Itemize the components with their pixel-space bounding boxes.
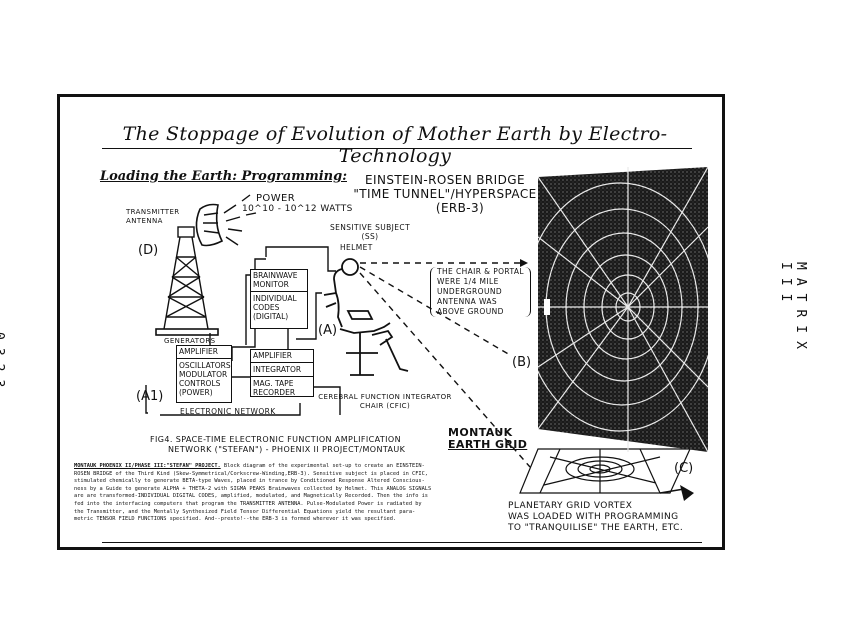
chair-note: THE CHAIR & PORTAL WERE 1/4 MILE UNDERGR… <box>430 267 531 317</box>
sensitive-subject-label: SENSITIVE SUBJECT (SS) <box>320 223 420 241</box>
brainwave-line-3: INDIVIDUAL <box>253 294 297 303</box>
brainwave-monitor-box: BRAINWAVE MONITOR INDIVIDUAL CODES (DIGI… <box>250 269 308 329</box>
amp-right-line-2: INTEGRATOR <box>253 365 302 374</box>
montauk-grid-label: MONTAUK EARTH GRID <box>448 427 527 451</box>
section-heading: Loading the Earth: Programming: <box>100 169 347 184</box>
grid-vortex-line-2: WAS LOADED WITH PROGRAMMING <box>508 512 679 522</box>
amp-left-line-2: OSCILLATORS <box>179 361 231 370</box>
power-label-line-1: POWER <box>256 193 296 204</box>
time-tunnel-vortex-image <box>538 167 708 452</box>
brainwave-line-1: BRAINWAVE <box>253 271 298 280</box>
amp-right-line-3: MAG. TAPE <box>253 379 294 388</box>
body-line-6: fed into the interfacing computers that … <box>74 500 422 507</box>
erb-line-3: (ERB-3) <box>435 201 485 215</box>
figure-caption: FIG4. SPACE-TIME ELECTRONIC FUNCTION AMP… <box>150 435 480 455</box>
transmitter-tower-icon <box>163 226 209 330</box>
power-label-line-2: 10^10 - 10^12 WATTS <box>242 204 353 214</box>
figure-caption-line-1: FIG4. SPACE-TIME ELECTRONIC FUNCTION AMP… <box>150 435 402 444</box>
side-label: MATRIX III <box>778 262 808 357</box>
title-underline <box>102 148 692 149</box>
body-line-1: Block diagram of the experimental set-up… <box>223 463 425 469</box>
amp-right-line-1: AMPLIFIER <box>253 351 292 360</box>
amp-left-line-5: (POWER) <box>179 388 213 397</box>
body-text: MONTAUK PHOENIX II/PHASE III:"STEFAN" PR… <box>74 463 504 524</box>
amp-left-line-3: MODULATOR <box>179 370 228 379</box>
body-line-2: ROSEN BRIDGE of the Third Kind (Skew-Sym… <box>74 470 428 477</box>
figure-title: The Stoppage of Evolution of Mother Eart… <box>122 123 668 167</box>
grid-vortex-note: PLANETARY GRID VORTEX WAS LOADED WITH PR… <box>508 501 683 534</box>
cfic-chair-icon <box>323 258 409 376</box>
label-a1: (A1) <box>136 389 164 404</box>
body-title: MONTAUK PHOENIX II/PHASE III:"STEFAN" PR… <box>74 463 221 469</box>
amp-left-line-4: CONTROLS <box>179 379 221 388</box>
helmet-label: HELMET <box>340 243 373 252</box>
cpic-line-2: CHAIR (CFIC) <box>359 402 411 410</box>
earth-grid-icon <box>519 448 691 494</box>
body-line-3: stimulated chemically to generate BETA-t… <box>74 478 425 485</box>
erb-line-1: EINSTEIN-ROSEN BRIDGE <box>365 173 525 187</box>
chair-note-line-5: ABOVE GROUND <box>437 307 504 316</box>
antenna-label-line-2: ANTENNA <box>126 217 163 225</box>
montauk-grid-line-1: MONTAUK <box>448 426 513 439</box>
antenna-label: TRANSMITTER ANTENNA <box>126 208 180 226</box>
grid-vortex-line-3: TO "TRANQUILISE" THE EARTH, ETC. <box>508 523 684 533</box>
arrow-to-tunnel <box>520 259 528 267</box>
arrow-to-grid <box>659 488 685 494</box>
chair-note-line-4: ANTENNA WAS <box>437 297 498 306</box>
label-a: (A) <box>318 323 338 338</box>
side-label-text: MATRIX III <box>778 262 808 357</box>
brainwave-line-4: CODES <box>253 303 280 312</box>
cpic-line-1: CEREBRAL FUNCTION INTEGRATOR <box>318 393 452 401</box>
page-number-text: 0323 <box>0 332 6 396</box>
antenna-dish-icon <box>195 203 224 247</box>
amplifier-right-box: AMPLIFIER INTEGRATOR MAG. TAPE RECORDER <box>250 349 314 397</box>
generators-base <box>155 328 219 336</box>
generators-label: GENERATORS <box>164 337 216 345</box>
sensitive-subject-line-2: (SS) <box>361 232 379 241</box>
montauk-grid-line-2: EARTH GRID <box>448 438 528 451</box>
grid-vortex-line-1: PLANETARY GRID VORTEX <box>508 501 633 511</box>
amplifier-left-box: AMPLIFIER OSCILLATORS MODULATOR CONTROLS… <box>176 345 232 403</box>
brainwave-line-5: (DIGITAL) <box>253 312 289 321</box>
brainwave-line-2: MONITOR <box>253 280 289 289</box>
bottom-rule <box>102 542 702 543</box>
antenna-label-line-1: TRANSMITTER <box>126 208 180 216</box>
chair-note-line-1: THE CHAIR & PORTAL <box>437 267 524 276</box>
power-label: POWER 10^10 - 10^12 WATTS <box>242 193 353 215</box>
label-c: (C) <box>674 461 694 476</box>
electronic-network-label: ELECTRONIC NETWORK <box>180 407 276 416</box>
dashed-beam-lines <box>359 262 531 468</box>
sensitive-subject-line-1: SENSITIVE SUBJECT <box>329 223 411 232</box>
body-line-5: are are transformed-INDIVIDUAL DIGITAL C… <box>74 493 428 500</box>
page-number: 0323 <box>0 332 6 395</box>
cpic-label: CEREBRAL FUNCTION INTEGRATOR CHAIR (CFIC… <box>310 393 460 411</box>
erb-line-2: "TIME TUNNEL"/HYPERSPACE <box>353 187 537 201</box>
radiation-lines <box>223 194 257 246</box>
amp-left-line-1: AMPLIFIER <box>179 347 218 356</box>
chair-note-line-3: UNDERGROUND <box>437 287 503 296</box>
figure-frame: The Stoppage of Evolution of Mother Eart… <box>57 94 725 550</box>
chair-note-line-2: WERE 1/4 MILE <box>437 277 499 286</box>
section-heading-text: Loading the Earth: Programming: <box>100 169 347 184</box>
amp-right-line-4: RECORDER <box>253 388 296 397</box>
erb-heading: EINSTEIN-ROSEN BRIDGE "TIME TUNNEL"/HYPE… <box>340 173 550 215</box>
body-line-4: ness by a Guide to generate ALPHA + THET… <box>74 485 432 492</box>
body-line-7: the Transmitter, and the Mentally Synthe… <box>74 508 416 515</box>
body-line-8: metric TENSOR FIELD FUNCTIONS specified.… <box>74 516 397 523</box>
figure-caption-line-2: NETWORK ("STEFAN") - PHOENIX II PROJECT/… <box>168 445 406 454</box>
label-b: (B) <box>512 355 532 370</box>
label-d: (D) <box>138 243 159 258</box>
